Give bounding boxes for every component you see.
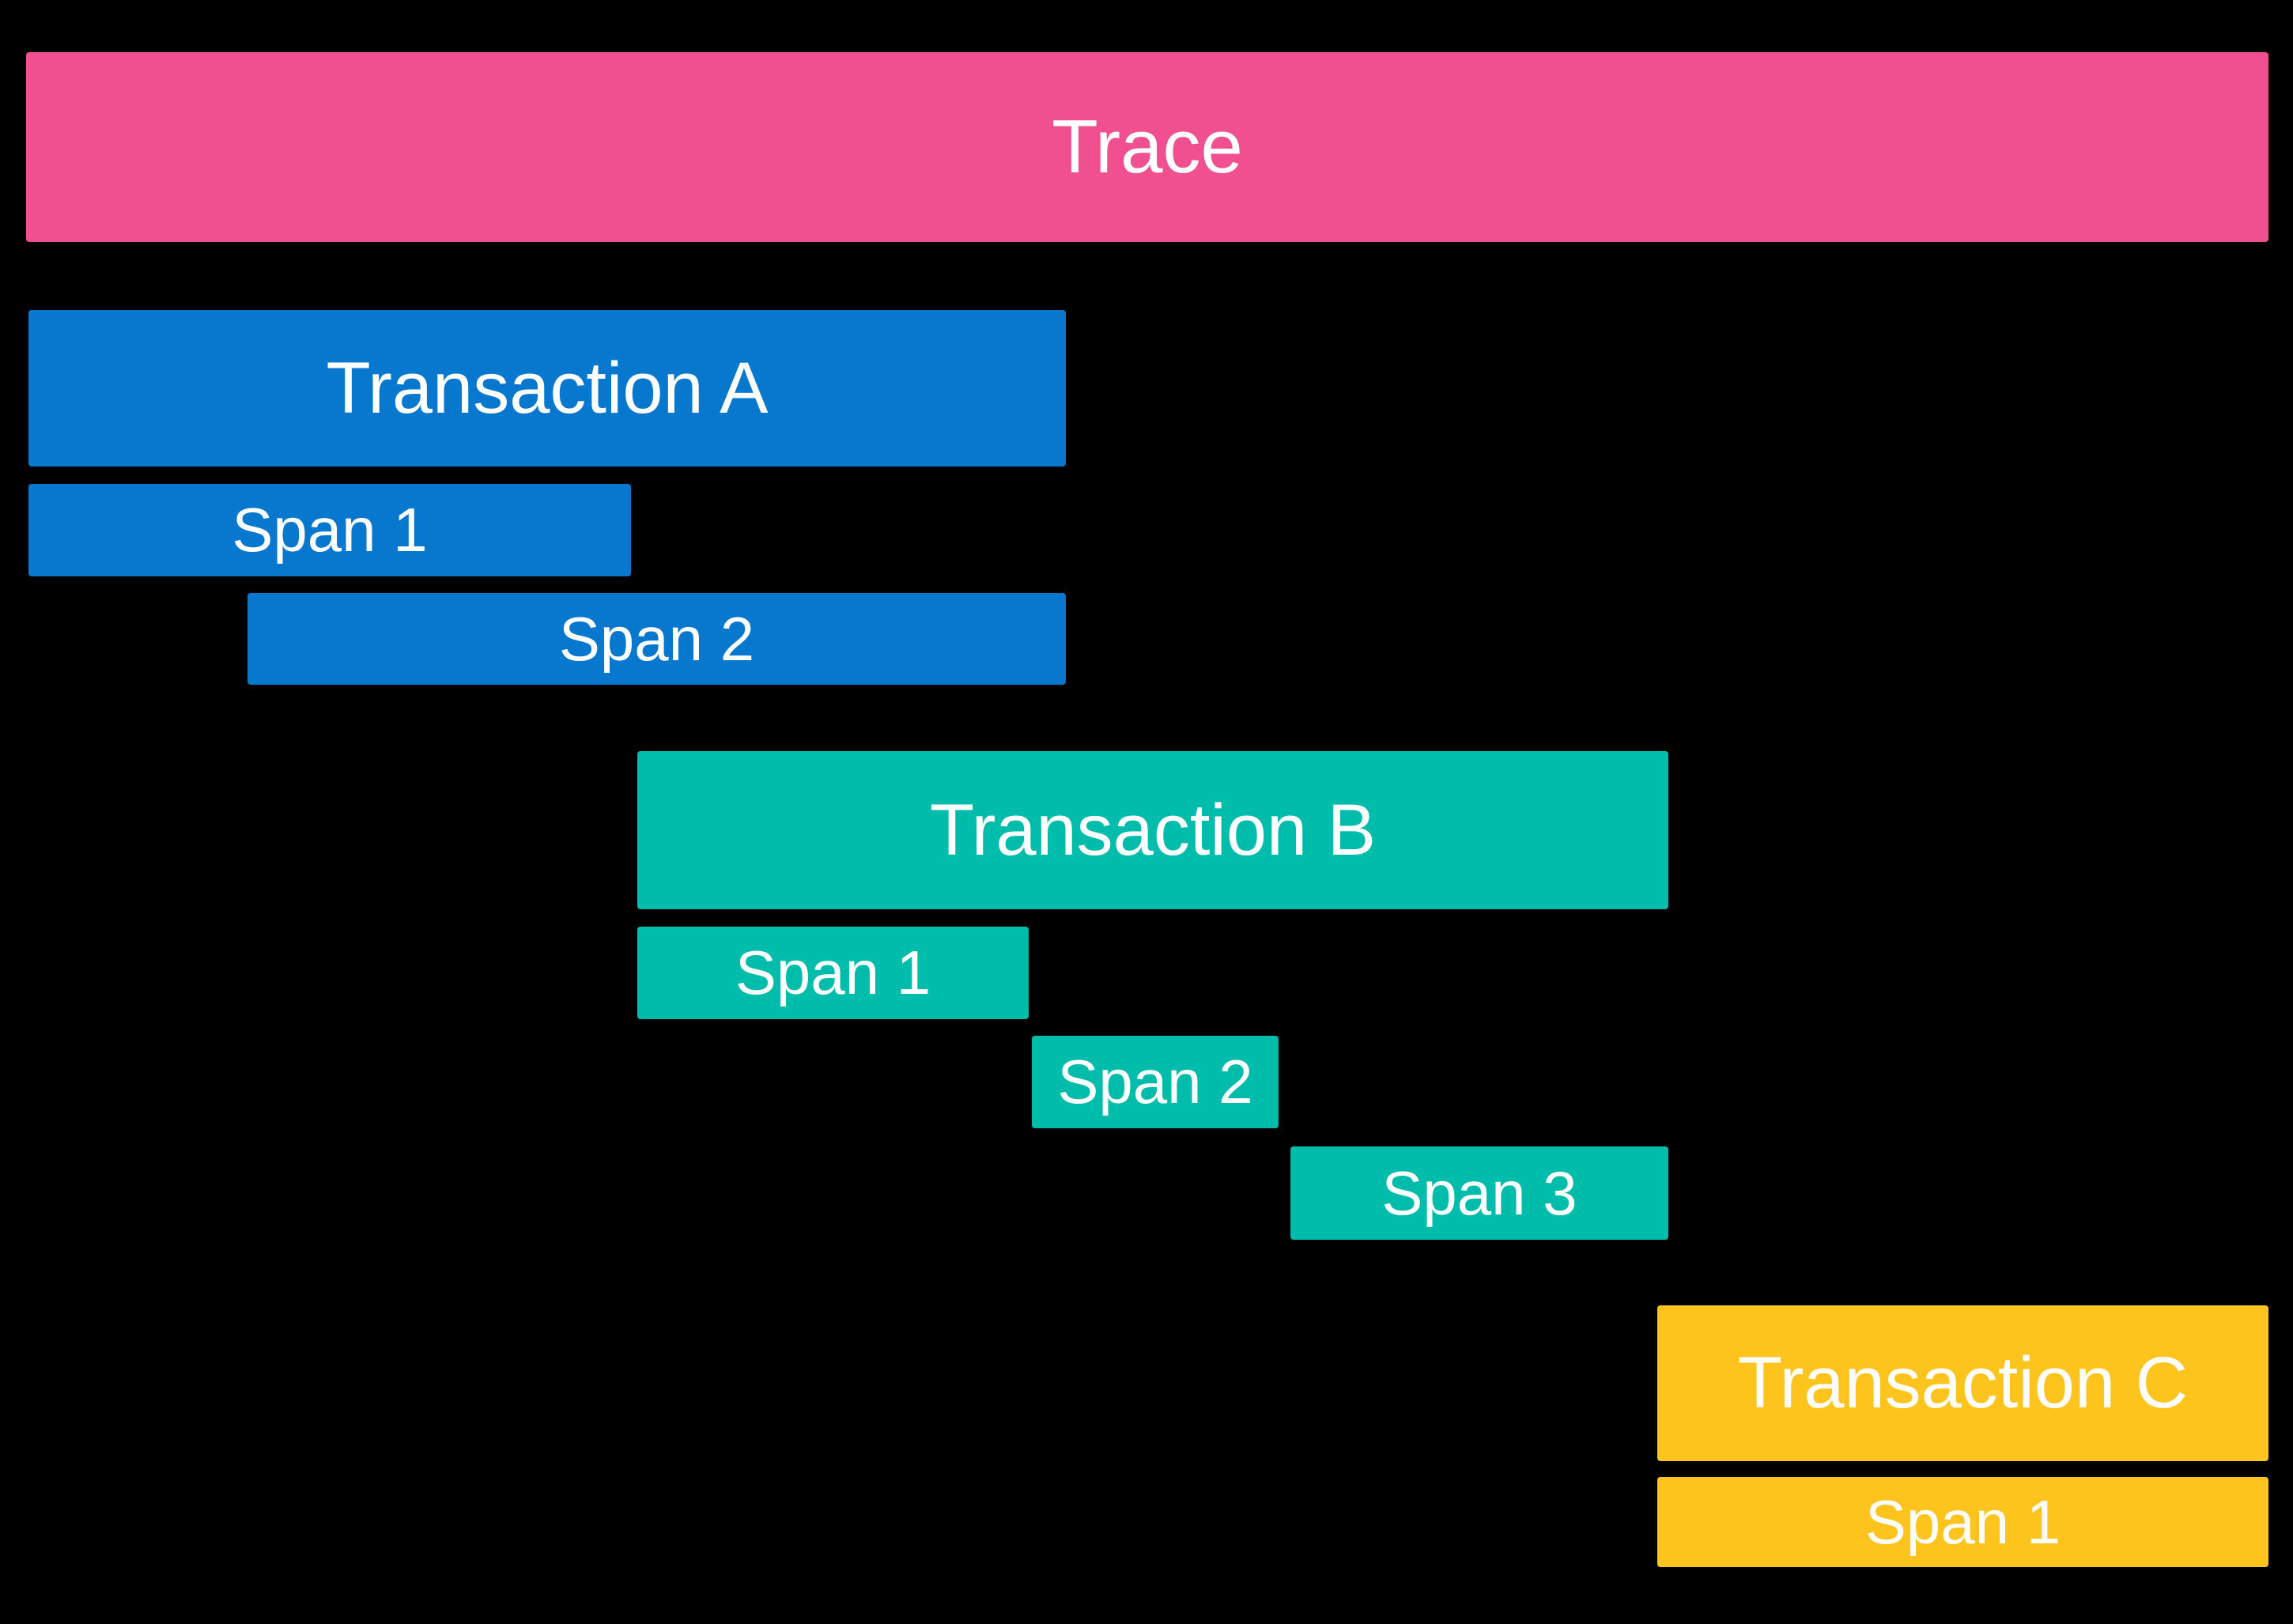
transaction-b-span-2-label: Span 2 [1057,1047,1253,1116]
transaction-c-span-1-bar: Span 1 [1657,1477,2268,1567]
transaction-b-label: Transaction B [929,789,1377,871]
transaction-b-bar: Transaction B [637,751,1668,909]
trace-bar: Trace [26,52,2268,242]
transaction-b-span-2-bar: Span 2 [1032,1036,1279,1128]
transaction-a-bar: Transaction A [28,310,1066,466]
transaction-b-span-3-bar: Span 3 [1290,1146,1668,1240]
transaction-c-label: Transaction C [1737,1343,2189,1423]
transaction-b-span-3-label: Span 3 [1381,1158,1577,1228]
transaction-a-label: Transaction A [326,347,769,429]
transaction-c-bar: Transaction C [1657,1305,2268,1461]
transaction-a-span-2-label: Span 2 [558,603,755,674]
transaction-a-span-1-bar: Span 1 [28,484,631,576]
transaction-c-span-1-label: Span 1 [1864,1486,2061,1557]
trace-label: Trace [1052,104,1243,189]
transaction-a-span-1-label: Span 1 [232,495,428,565]
transaction-b-span-1-bar: Span 1 [637,927,1029,1019]
transaction-b-span-1-label: Span 1 [735,938,931,1007]
transaction-a-span-2-bar: Span 2 [247,593,1066,685]
